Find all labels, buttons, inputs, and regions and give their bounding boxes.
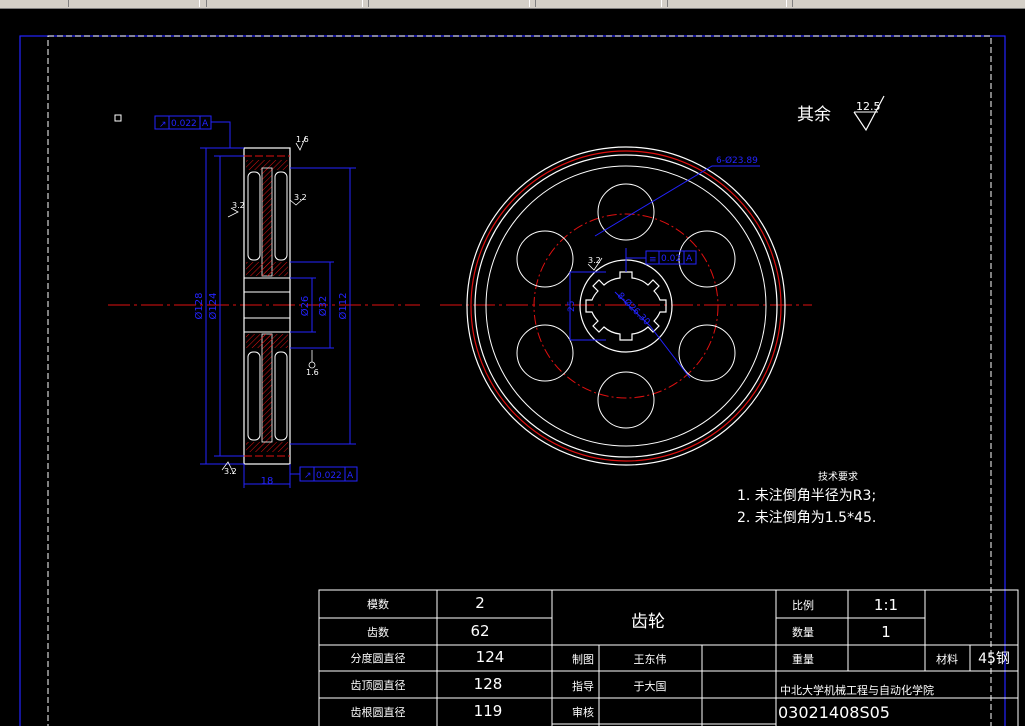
inner-frame [47, 35, 992, 726]
dim-d26: Ø26 [299, 296, 311, 317]
svg-text:3.2: 3.2 [294, 193, 307, 202]
tb-drawn-name: 王东伟 [634, 653, 667, 666]
roughness-bottom: 3.2 [221, 461, 237, 476]
front-roughness-symbol: 3.2 [587, 256, 603, 271]
rest-roughness-symbol: 12.5 [853, 95, 885, 132]
tb-value-root-dia: 119 [474, 702, 503, 720]
tb-label-review: 审核 [572, 705, 594, 719]
tb-label-guide: 指导 [572, 679, 594, 693]
toolbar-field[interactable] [792, 0, 1025, 7]
runout-tolerance-bottom: ↗ 0.022 A [290, 466, 358, 482]
tb-label-scale: 比例 [792, 598, 814, 612]
rest-surface-label: 其余 [797, 105, 831, 125]
roughness-web: 3.2 [289, 193, 307, 206]
lightening-hole [516, 230, 574, 288]
toolbar-field[interactable] [535, 0, 662, 7]
tb-value-scale: 1:1 [874, 596, 898, 614]
tech-title: 技术要求 [818, 470, 858, 483]
tech-requirements: 技术要求 1. 未注倒角半径为R3; 2. 未注倒角为1.5*45. [737, 470, 876, 526]
svg-text:0.02: 0.02 [661, 254, 681, 264]
tb-label-module: 模数 [367, 598, 389, 611]
dim-width: 18 [261, 476, 274, 487]
tb-label-teeth: 齿数 [367, 626, 389, 639]
toolbar-field[interactable] [667, 0, 787, 7]
svg-text:1.6: 1.6 [296, 135, 309, 144]
tb-label-tip-dia: 齿顶圆直径 [351, 678, 406, 692]
tb-label-weight: 重量 [792, 652, 814, 666]
roughness-top: 1.6 [295, 135, 309, 151]
tb-label-pitch-dia: 分度圆直径 [351, 651, 406, 665]
svg-text:3.2: 3.2 [224, 467, 237, 476]
hatch-rim-bottom [246, 442, 288, 452]
rim-inner-circle [485, 165, 767, 447]
hatch-rim-top [246, 160, 288, 170]
tb-label-root-dia: 齿根圆直径 [351, 705, 406, 719]
toolbar-field[interactable] [68, 0, 200, 7]
dim-hole-circle: 6-Ø23.89 [716, 155, 758, 166]
spline-bore [585, 271, 667, 341]
toolbar-field[interactable] [206, 0, 363, 7]
lightening-hole [678, 324, 736, 382]
lightening-hole [516, 324, 574, 382]
tb-drawing-no: 03021408S05 [778, 703, 890, 722]
tb-value-pitch-dia: 124 [476, 648, 505, 666]
toolbar-strip [0, 0, 1025, 9]
svg-text:A: A [347, 471, 354, 481]
roughness-side: 3.2 [227, 201, 245, 218]
tb-school: 中北大学机械工程与自动化学院 [780, 683, 934, 697]
hatch-web-top [261, 167, 273, 277]
tech-item-2: 2. 未注倒角为1.5*45. [737, 510, 876, 526]
svg-text:0.022: 0.022 [171, 119, 197, 129]
lightening-hole [678, 230, 736, 288]
dim-spline: 8-Ø26.30 [615, 290, 653, 328]
svg-text:3.2: 3.2 [588, 256, 601, 265]
svg-text:1.6: 1.6 [306, 368, 319, 377]
gear-rim-outline [243, 147, 291, 465]
roughness-hub: 1.6 [306, 350, 319, 377]
hatch-hub-bottom [246, 334, 288, 348]
tb-guide-name: 于大国 [634, 679, 667, 693]
tb-label-drawn: 制图 [572, 653, 594, 666]
tb-value-material: 45钢 [978, 651, 1010, 667]
svg-text:↗: ↗ [304, 471, 312, 481]
dim-keyway: 25 [567, 301, 577, 312]
lightening-hole [597, 371, 655, 429]
tb-part-name: 齿轮 [631, 612, 665, 632]
dim-d32: Ø32 [317, 296, 329, 317]
hatch-hub-top [246, 262, 288, 276]
dim-d124: Ø124 [207, 293, 219, 320]
svg-text:↗: ↗ [159, 120, 167, 130]
svg-text:A: A [686, 254, 693, 264]
dim-d112: Ø112 [337, 293, 349, 320]
section-view: Ø128 Ø124 Ø112 Ø32 Ø26 18 ↗ 0.022 A ↗ 0.… [108, 115, 420, 488]
title-block [318, 589, 1019, 726]
dim-d128: Ø128 [193, 293, 205, 320]
tb-label-material: 材料 [936, 652, 958, 666]
svg-text:A: A [202, 119, 209, 129]
root-circle [474, 154, 778, 458]
tb-value-tip-dia: 128 [474, 675, 503, 693]
svg-text:3.2: 3.2 [232, 201, 245, 210]
front-view: 6-Ø23.89 8-Ø26.30 25 ≡ 0.02 A 3.2 [440, 146, 812, 466]
hole-pitch-circle [533, 213, 719, 399]
tech-item-1: 1. 未注倒角半径为R3; [737, 488, 876, 504]
grip-marker[interactable] [114, 114, 122, 122]
tb-value-qty: 1 [881, 623, 891, 641]
outer-frame [19, 35, 1006, 726]
hatch-web-bottom [261, 333, 273, 443]
toolbar-field[interactable] [368, 0, 530, 7]
rest-roughness-value: 12.5 [856, 100, 881, 113]
svg-text:≡: ≡ [649, 255, 657, 265]
tb-value-module: 2 [475, 594, 485, 612]
tip-circle [466, 146, 786, 466]
tb-value-teeth: 62 [470, 622, 489, 640]
lightening-hole [597, 183, 655, 241]
svg-text:0.022: 0.022 [316, 471, 342, 481]
runout-tolerance-top: ↗ 0.022 A [154, 115, 231, 148]
position-tolerance-frame: ≡ 0.02 A [645, 250, 697, 265]
pitch-circle [470, 150, 782, 462]
tb-label-qty: 数量 [792, 626, 814, 639]
cad-drawing-canvas[interactable]: 其余 12.5 [0, 8, 1025, 726]
